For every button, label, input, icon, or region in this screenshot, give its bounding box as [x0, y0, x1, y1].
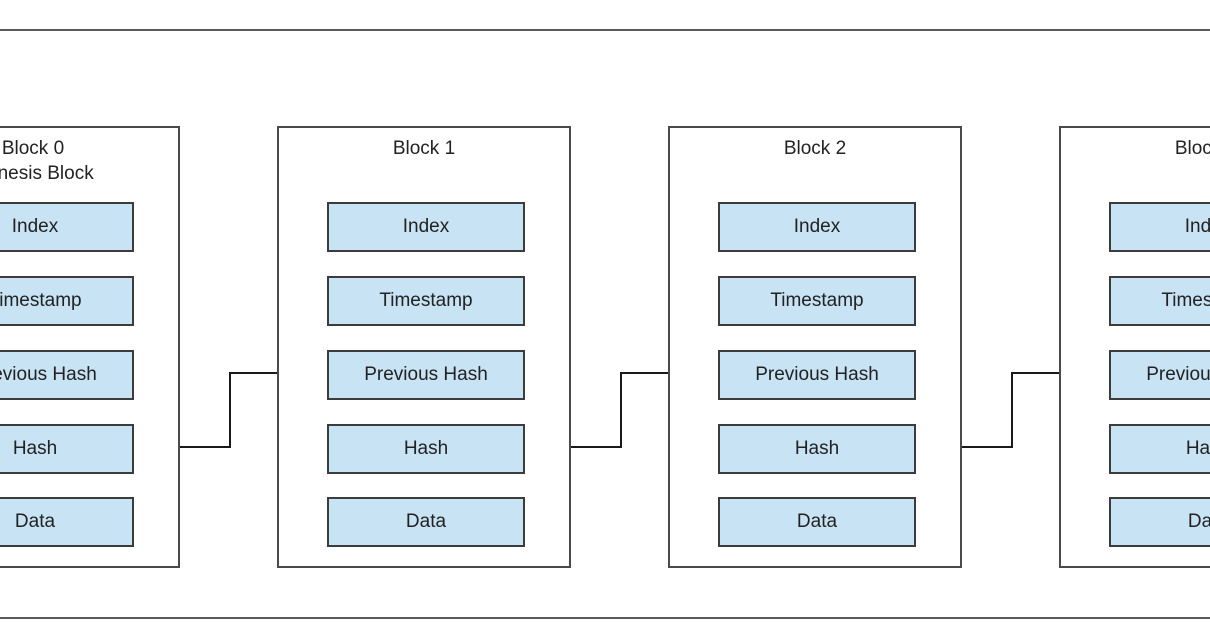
field-index: Index — [0, 202, 134, 252]
field-timestamp: Timestamp — [0, 276, 134, 326]
bottom-frame-line — [0, 617, 1210, 619]
field-index: Index — [327, 202, 525, 252]
block-title: Block 2 — [783, 138, 847, 159]
block-title: Block 1 — [392, 138, 456, 159]
field-data: Data — [718, 497, 916, 547]
field-timestamp: Timestamp — [1109, 276, 1210, 326]
block-3: Block 3 Index Timestamp Previous Hash Ha… — [1059, 126, 1210, 568]
field-index: Index — [718, 202, 916, 252]
field-hash: Hash — [327, 424, 525, 474]
block-2: Block 2 Index Timestamp Previous Hash Ha… — [668, 126, 962, 568]
field-timestamp: Timestamp — [327, 276, 525, 326]
field-hash: Hash — [0, 424, 134, 474]
field-data: Data — [1109, 497, 1210, 547]
field-data: Data — [0, 497, 134, 547]
field-data: Data — [327, 497, 525, 547]
field-timestamp: Timestamp — [718, 276, 916, 326]
block-title: Block 3 — [1174, 138, 1210, 159]
field-previous-hash: Previous Hash — [0, 350, 134, 400]
field-previous-hash: Previous Hash — [718, 350, 916, 400]
field-hash: Hash — [718, 424, 916, 474]
block-title: Block 0 Genesis Block — [0, 138, 94, 184]
field-previous-hash: Previous Hash — [327, 350, 525, 400]
field-index: Index — [1109, 202, 1210, 252]
top-frame-line — [0, 29, 1210, 31]
block-0: Block 0 Genesis Block Index Timestamp Pr… — [0, 126, 180, 568]
field-hash: Hash — [1109, 424, 1210, 474]
field-previous-hash: Previous Hash — [1109, 350, 1210, 400]
block-1: Block 1 Index Timestamp Previous Hash Ha… — [277, 126, 571, 568]
